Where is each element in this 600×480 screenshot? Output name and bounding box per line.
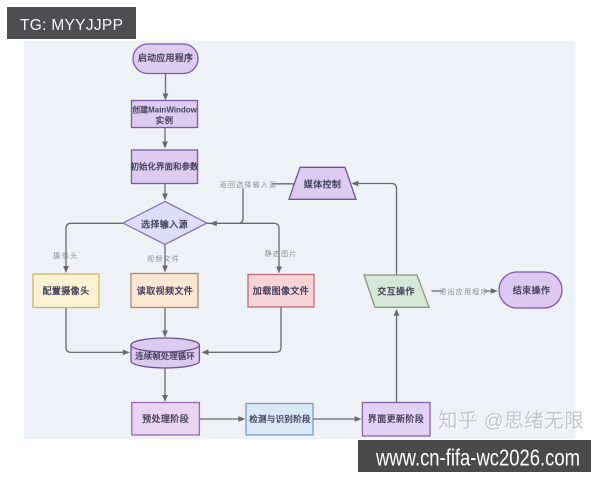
svg-text:结束操作: 结束操作	[513, 285, 551, 296]
svg-text:预处理阶段: 预处理阶段	[142, 413, 190, 424]
svg-text:读取视频文件: 读取视频文件	[137, 285, 193, 296]
svg-text:启动应用程序: 启动应用程序	[138, 52, 193, 63]
svg-text:配置摄像头: 配置摄像头	[42, 285, 89, 296]
svg-text:静态图片: 静态图片	[265, 249, 298, 258]
svg-text:界面更新阶段: 界面更新阶段	[368, 413, 425, 424]
svg-text:www.cn-fifa-wc2026.com: www.cn-fifa-wc2026.com	[375, 445, 580, 471]
svg-text:选择输入源: 选择输入源	[141, 219, 188, 230]
svg-text:创建MainWindow: 创建MainWindow	[131, 105, 198, 115]
svg-text:退出应用程序: 退出应用程序	[439, 287, 488, 296]
svg-text:返回选择输入源: 返回选择输入源	[220, 180, 277, 189]
svg-text:摄像头: 摄像头	[53, 251, 79, 260]
svg-text:检测与识别阶段: 检测与识别阶段	[249, 414, 311, 424]
svg-text:实例: 实例	[156, 116, 174, 126]
svg-text:视频文件: 视频文件	[147, 254, 180, 263]
svg-text:交互操作: 交互操作	[377, 286, 415, 297]
svg-text:初始化界面和参数: 初始化界面和参数	[130, 162, 199, 172]
svg-text:加载图像文件: 加载图像文件	[252, 285, 309, 296]
svg-text:媒体控制: 媒体控制	[303, 179, 342, 190]
svg-text:连续帧处理循环: 连续帧处理循环	[135, 351, 195, 361]
